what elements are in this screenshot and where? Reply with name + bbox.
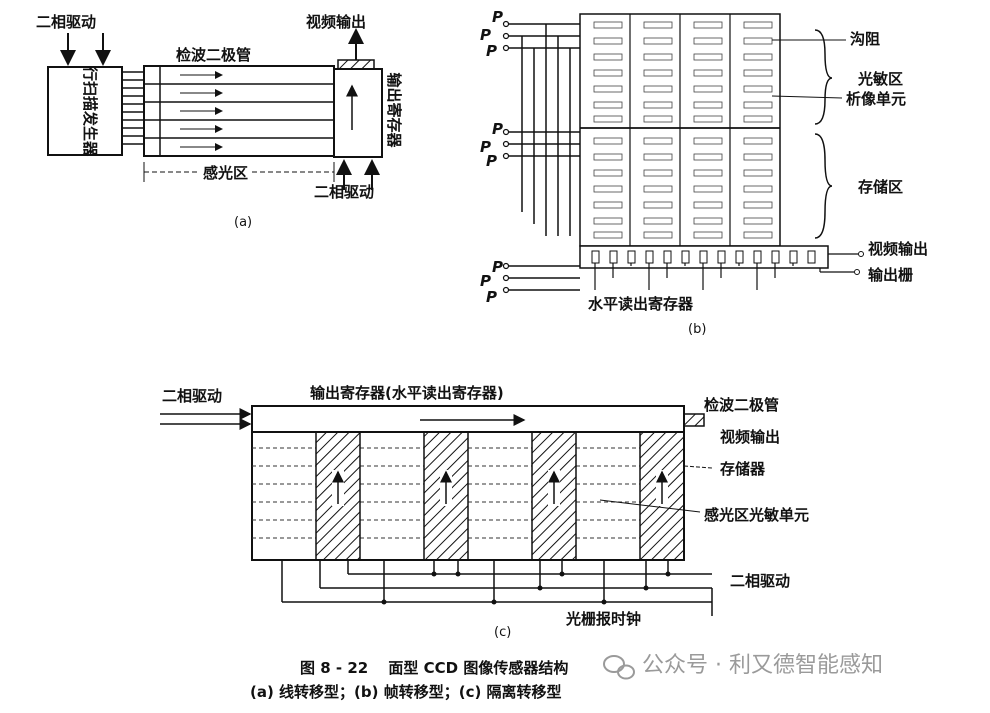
panel-c-caption: (c)	[494, 625, 511, 640]
panel-c: 二相驱动 输出寄存器(水平读出寄存器) 检波二极管 视频输出	[160, 384, 809, 640]
photosensitive-unit-label: 感光区光敏单元	[704, 506, 809, 524]
panel-b: P P P P P P P P P	[480, 8, 928, 337]
line-scan-generator-label: 行扫描发生器	[81, 65, 99, 157]
pixel-unit-label: 析像单元	[846, 90, 906, 108]
watermark-text: 公众号 · 利又德智能感知	[642, 653, 883, 678]
panel-a-drive-top: 二相驱动	[36, 13, 96, 31]
panel-c-drive-bottom: 二相驱动	[730, 572, 790, 590]
panel-b-caption: (b)	[688, 322, 706, 337]
panel-a-diode-label: 检波二极管	[176, 46, 251, 64]
storage-label: 存储器	[720, 460, 766, 478]
phase-label-1c: P	[492, 258, 503, 276]
storage-brace	[814, 133, 833, 239]
panel-b-video-out: 视频输出	[868, 240, 928, 258]
phase-label-2: P	[480, 26, 491, 44]
output-gate-label: 输出栅	[868, 266, 913, 284]
array-cell-grid	[593, 21, 773, 239]
panel-a-video-out: 视频输出	[306, 13, 366, 31]
panel-a-drive-bottom: 二相驱动	[314, 183, 374, 201]
photosensitive-label: 感光区	[203, 164, 248, 182]
register-title: 输出寄存器(水平读出寄存器)	[310, 384, 504, 402]
photosensitive-rows	[252, 447, 640, 539]
panel-c-diode-label: 检波二极管	[704, 396, 779, 414]
pixel-rows	[144, 66, 334, 156]
horizontal-register-label: 水平读出寄存器	[588, 295, 694, 313]
phase-label-3b: P	[486, 152, 497, 170]
panel-c-drive-left: 二相驱动	[162, 387, 222, 405]
output-register-box	[333, 68, 383, 158]
phase-label-2b: P	[480, 138, 491, 156]
storage-arrows	[332, 470, 668, 506]
array-columns	[580, 14, 780, 246]
detector-diode	[337, 59, 375, 70]
output-register-bar	[251, 405, 685, 433]
gate-junctions	[381, 571, 671, 605]
panel-a: 二相驱动 行扫描发生器 检波二极管 视频输出	[36, 13, 403, 230]
line-scan-generator-box	[47, 66, 123, 156]
output-register-label: 输出寄存器	[385, 72, 403, 148]
row-arrows	[180, 71, 223, 151]
photosensitive-brace	[814, 29, 833, 125]
figure-subtitle: (a) 线转移型；(b) 帧转移型；(c) 隔离转移型	[250, 683, 562, 701]
panel-a-caption: (a)	[234, 215, 252, 230]
phase-bus-lines	[506, 23, 580, 291]
channel-stop-label: 沟阻	[850, 30, 880, 48]
phase-label-1b: P	[492, 120, 503, 138]
register-drive-taps	[594, 263, 794, 290]
figure-title: 图 8 - 22 面型 CCD 图像传感器结构	[300, 659, 568, 677]
phase-terminals	[502, 20, 510, 294]
storage-area-label: 存储区	[858, 178, 903, 196]
phase-label-1: P	[492, 8, 503, 26]
phase-label-3: P	[486, 42, 497, 60]
phase-label-2c: P	[480, 272, 491, 290]
watermark: 公众号 · 利又德智能感知	[603, 653, 883, 680]
phase-label-3c: P	[486, 288, 497, 306]
photosensitive-array	[143, 65, 335, 157]
clock-label: 光栅报时钟	[565, 610, 641, 628]
photosensitive-area-label: 光敏区	[857, 70, 903, 88]
wechat-icon	[603, 655, 635, 680]
connector-lines	[122, 71, 144, 145]
panel-c-video-out: 视频输出	[720, 428, 780, 446]
detector-diode-c	[683, 413, 705, 427]
